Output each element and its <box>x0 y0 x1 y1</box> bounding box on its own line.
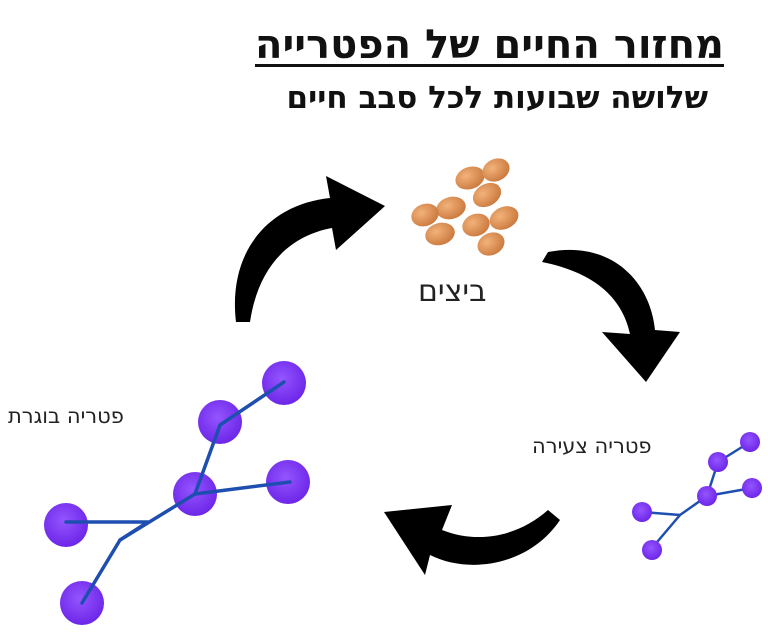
adult-fungus-label: פטריה בוגרת <box>8 404 124 428</box>
hypha <box>193 480 292 496</box>
egg <box>436 196 466 220</box>
eggs-label: ביצים <box>418 274 487 309</box>
spore <box>742 478 762 498</box>
spore <box>697 486 717 506</box>
cycle-arrows <box>234 176 680 575</box>
egg <box>489 206 519 230</box>
young-fungus-label: פטריה צעירה <box>532 434 652 458</box>
young-fungus <box>632 432 762 560</box>
spore <box>44 503 88 547</box>
spore <box>642 540 662 560</box>
arrow-young-to-adult <box>384 505 560 575</box>
adult-fungus <box>44 361 310 625</box>
egg <box>472 182 502 208</box>
egg <box>455 166 485 190</box>
arrow-eggs-to-young <box>542 249 680 382</box>
hypha <box>193 380 286 496</box>
spore <box>740 432 760 452</box>
egg <box>462 213 490 237</box>
diagram-subtitle: שלושה שבועות לכל סבב חיים <box>286 80 708 116</box>
spore <box>632 502 652 522</box>
spore <box>708 452 728 472</box>
spore <box>198 400 242 444</box>
egg <box>411 203 439 227</box>
egg <box>477 232 505 256</box>
egg <box>425 222 455 246</box>
diagram-title: מחזור החיים של הפטרייה <box>254 22 724 68</box>
hypha <box>118 492 197 542</box>
eggs-cluster <box>411 158 519 256</box>
arrow-adult-to-eggs <box>234 176 385 322</box>
egg <box>482 158 510 182</box>
